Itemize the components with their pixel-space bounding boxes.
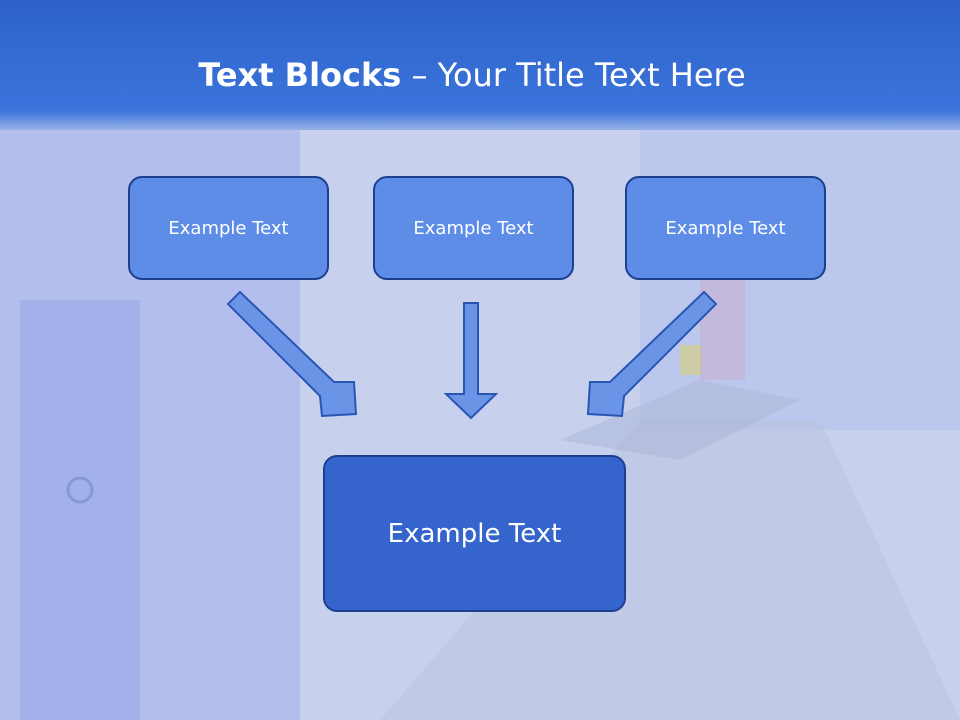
slide-title: Text Blocks – Your Title Text Here xyxy=(0,56,944,94)
arrow-down-icon xyxy=(443,302,499,420)
title-dash: – xyxy=(401,56,438,94)
text-block-label: Example Text xyxy=(387,518,562,549)
text-block-center[interactable]: Example Text xyxy=(373,176,574,280)
text-block-left[interactable]: Example Text xyxy=(128,176,329,280)
text-block-label: Example Text xyxy=(413,217,534,239)
arrow-right-icon xyxy=(586,290,718,418)
text-block-label: Example Text xyxy=(168,217,289,239)
text-block-label: Example Text xyxy=(665,217,786,239)
title-rest: Your Title Text Here xyxy=(437,56,746,94)
text-block-right[interactable]: Example Text xyxy=(625,176,826,280)
text-block-target[interactable]: Example Text xyxy=(323,455,626,612)
title-bold: Text Blocks xyxy=(198,56,402,94)
arrow-left-icon xyxy=(226,290,358,418)
title-bar xyxy=(0,0,960,130)
